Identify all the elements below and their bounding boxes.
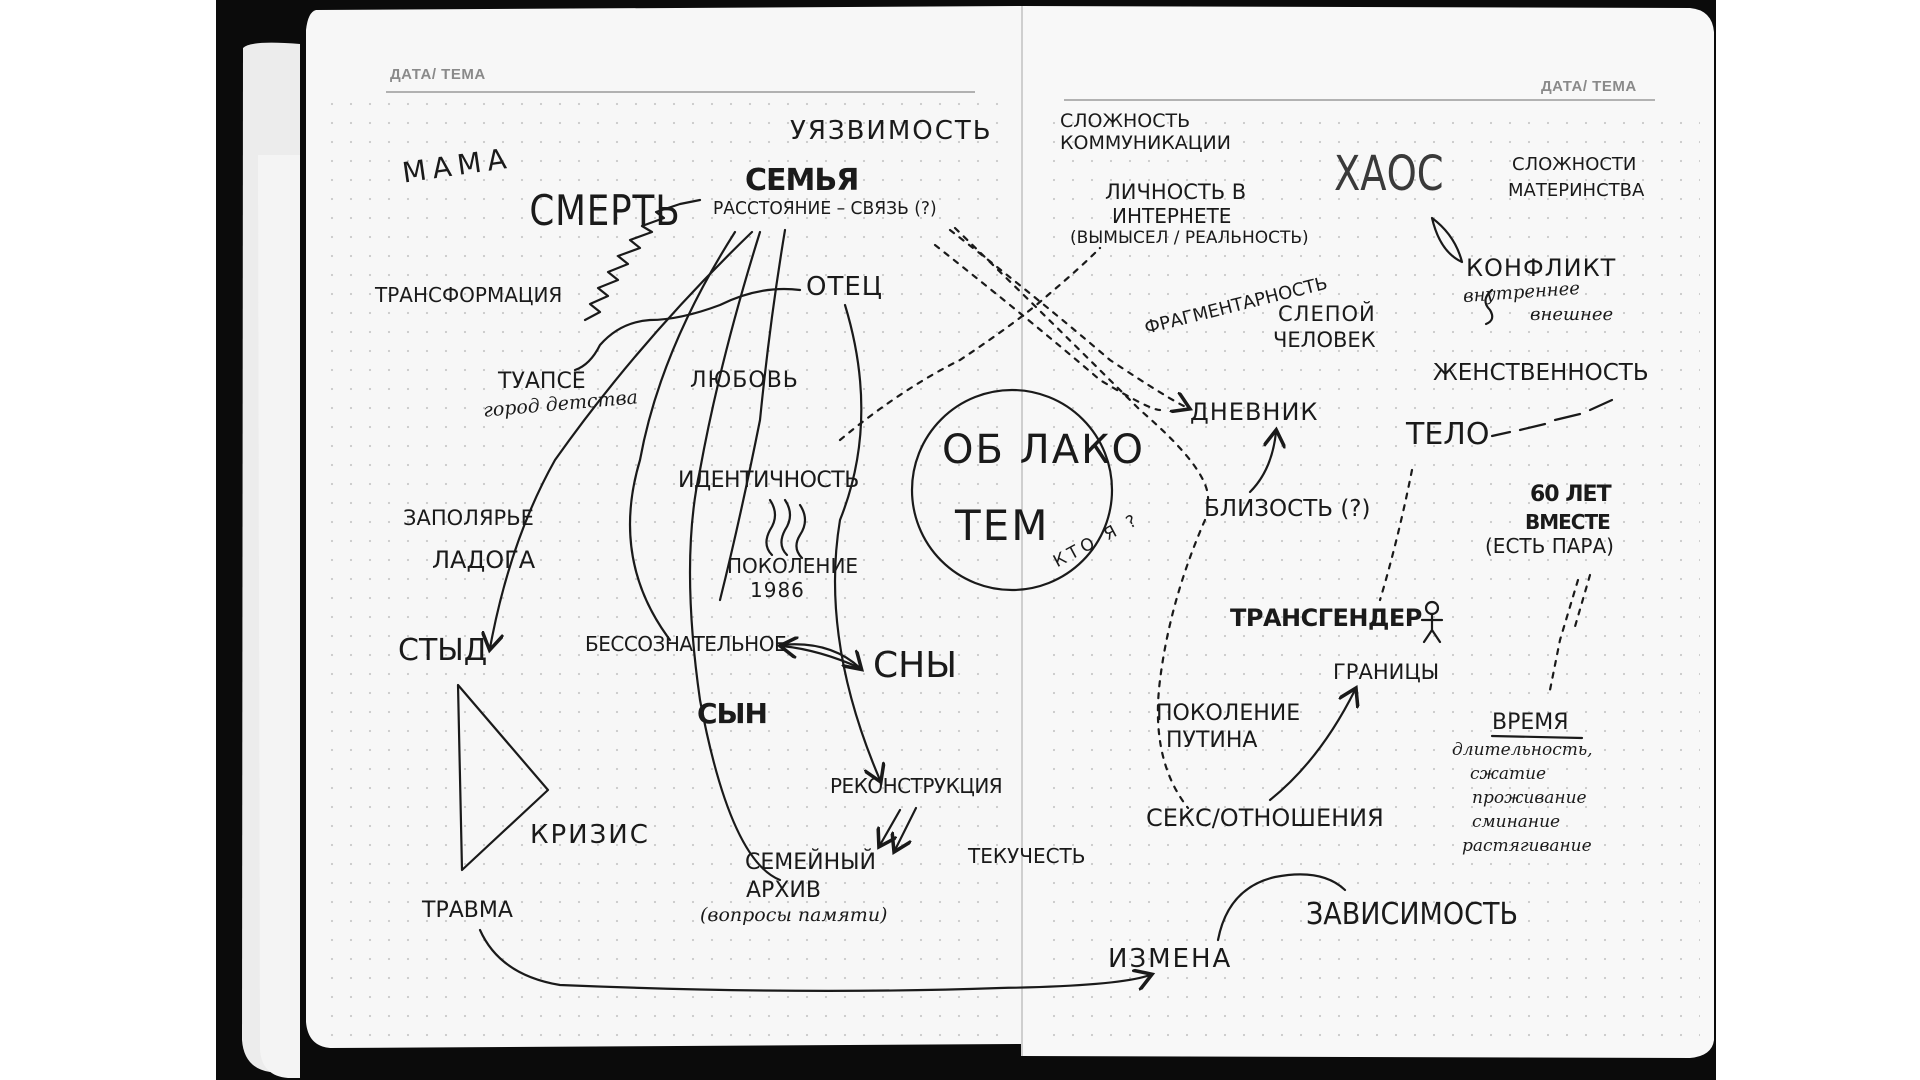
word-lichnost-line2: ИНТЕРНЕТЕ	[1112, 204, 1232, 228]
word-pokolenie-putina-line2: ПУТИНА	[1166, 728, 1258, 753]
word-sixty-line3: (ЕСТЬ ПАРА)	[1485, 534, 1614, 558]
header-date-topic-left: ДАТА/ ТЕМА	[390, 66, 486, 83]
word-styd: СТЫД	[398, 633, 488, 668]
word-syn: СЫН	[697, 697, 768, 730]
word-vremya-line5: растягивание	[1462, 836, 1592, 856]
word-blizost: БЛИЗОСТЬ (?)	[1204, 496, 1371, 522]
word-dnevnik: ДНЕВНИК	[1190, 398, 1319, 426]
word-zhenstvennost: ЖЕНСТВЕННОСТЬ	[1433, 360, 1649, 386]
word-ladoga: ЛАДОГА	[432, 546, 536, 574]
word-semya: СЕМЬЯ	[745, 163, 859, 198]
header-date-topic-right: ДАТА/ ТЕМА	[1541, 78, 1637, 95]
word-pokolenie-1986-line2: 1986	[750, 578, 805, 602]
word-uyazvimost: УЯЗВИМОСТЬ	[790, 116, 993, 146]
word-semeyny-arkhiv-line3: (вопросы памяти)	[700, 904, 888, 926]
word-otec: ОТЕЦ	[806, 272, 883, 302]
word-tem: ТЕМ	[955, 501, 1050, 550]
word-travma: ТРАВМА	[422, 898, 513, 923]
word-krizis: КРИЗИС	[530, 820, 650, 850]
word-semeyny-arkhiv-line2: АРХИВ	[746, 878, 821, 903]
word-rasstoyanie-svyaz: РАССТОЯНИЕ – СВЯЗЬ (?)	[713, 198, 937, 219]
word-tuapse: ТУАПСЕ	[498, 369, 586, 394]
word-telo: ТЕЛО	[1406, 417, 1490, 452]
word-sixty-line1: 60 ЛЕТ	[1530, 482, 1612, 507]
word-vremya-line1: длительность,	[1452, 740, 1593, 760]
word-slozhnost-line1: СЛОЖНОСТЬ	[1060, 110, 1191, 132]
word-zavisimost: ЗАВИСИМОСТЬ	[1306, 897, 1518, 932]
word-granicy: ГРАНИЦЫ	[1333, 660, 1440, 684]
word-smert: СМЕРТЬ	[529, 186, 681, 235]
word-oblako: ОБ ЛАКО	[942, 427, 1145, 473]
word-transgender: ТРАНСГЕНДЕР	[1230, 604, 1422, 632]
word-semeyny-arkhiv-line1: СЕМЕЙНЫЙ	[745, 850, 877, 875]
word-sny: СНЫ	[873, 645, 957, 686]
word-vremya-line2: сжатие	[1470, 764, 1547, 784]
word-pokolenie-putina-line1: ПОКОЛЕНИЕ	[1156, 701, 1301, 726]
word-vremya: ВРЕМЯ	[1492, 710, 1569, 735]
word-vremya-line3: проживание	[1472, 788, 1587, 808]
word-konflikt: КОНФЛИКТ	[1466, 254, 1617, 282]
word-sixty-line2: ВМЕСТЕ	[1525, 510, 1611, 534]
word-vremya-line4: сминание	[1472, 812, 1561, 832]
word-rekonstrukciya: РЕКОНСТРУКЦИЯ	[830, 774, 1003, 798]
word-tekuchest: ТЕКУЧЕСТЬ	[968, 844, 1086, 868]
word-pokolenie-1986-line1: ПОКОЛЕНИЕ	[727, 554, 859, 578]
word-lichnost-line3: (ВЫМЫСЕЛ / РЕАЛЬНОСТЬ)	[1070, 228, 1309, 248]
word-transformaciya: ТРАНСФОРМАЦИЯ	[375, 283, 563, 307]
word-identichnost: ИДЕНТИЧНОСТЬ	[678, 468, 859, 493]
word-lyubov: ЛЮБОВЬ	[690, 368, 799, 393]
word-slozhnost-line2: КОММУНИКАЦИИ	[1060, 132, 1231, 154]
word-khaos: ХАОС	[1334, 146, 1444, 202]
word-zapolyarye: ЗАПОЛЯРЬЕ	[403, 506, 534, 530]
word-vneshnee: внешнее	[1530, 304, 1614, 325]
word-lichnost-line1: ЛИЧНОСТЬ В	[1105, 180, 1247, 204]
word-materinstvo-line1: СЛОЖНОСТИ	[1512, 154, 1637, 175]
word-izmena: ИЗМЕНА	[1108, 944, 1233, 974]
word-materinstvo-line2: МАТЕРИНСТВА	[1508, 180, 1645, 201]
word-slepoy-line1: СЛЕПОЙ	[1278, 302, 1376, 326]
word-slepoy-line2: ЧЕЛОВЕК	[1273, 328, 1376, 352]
word-seks-otnosheniya: СЕКС/ОТНОШЕНИЯ	[1146, 804, 1384, 832]
word-bessoznatelnoe: БЕССОЗНАТЕЛЬНОЕ	[585, 632, 787, 656]
